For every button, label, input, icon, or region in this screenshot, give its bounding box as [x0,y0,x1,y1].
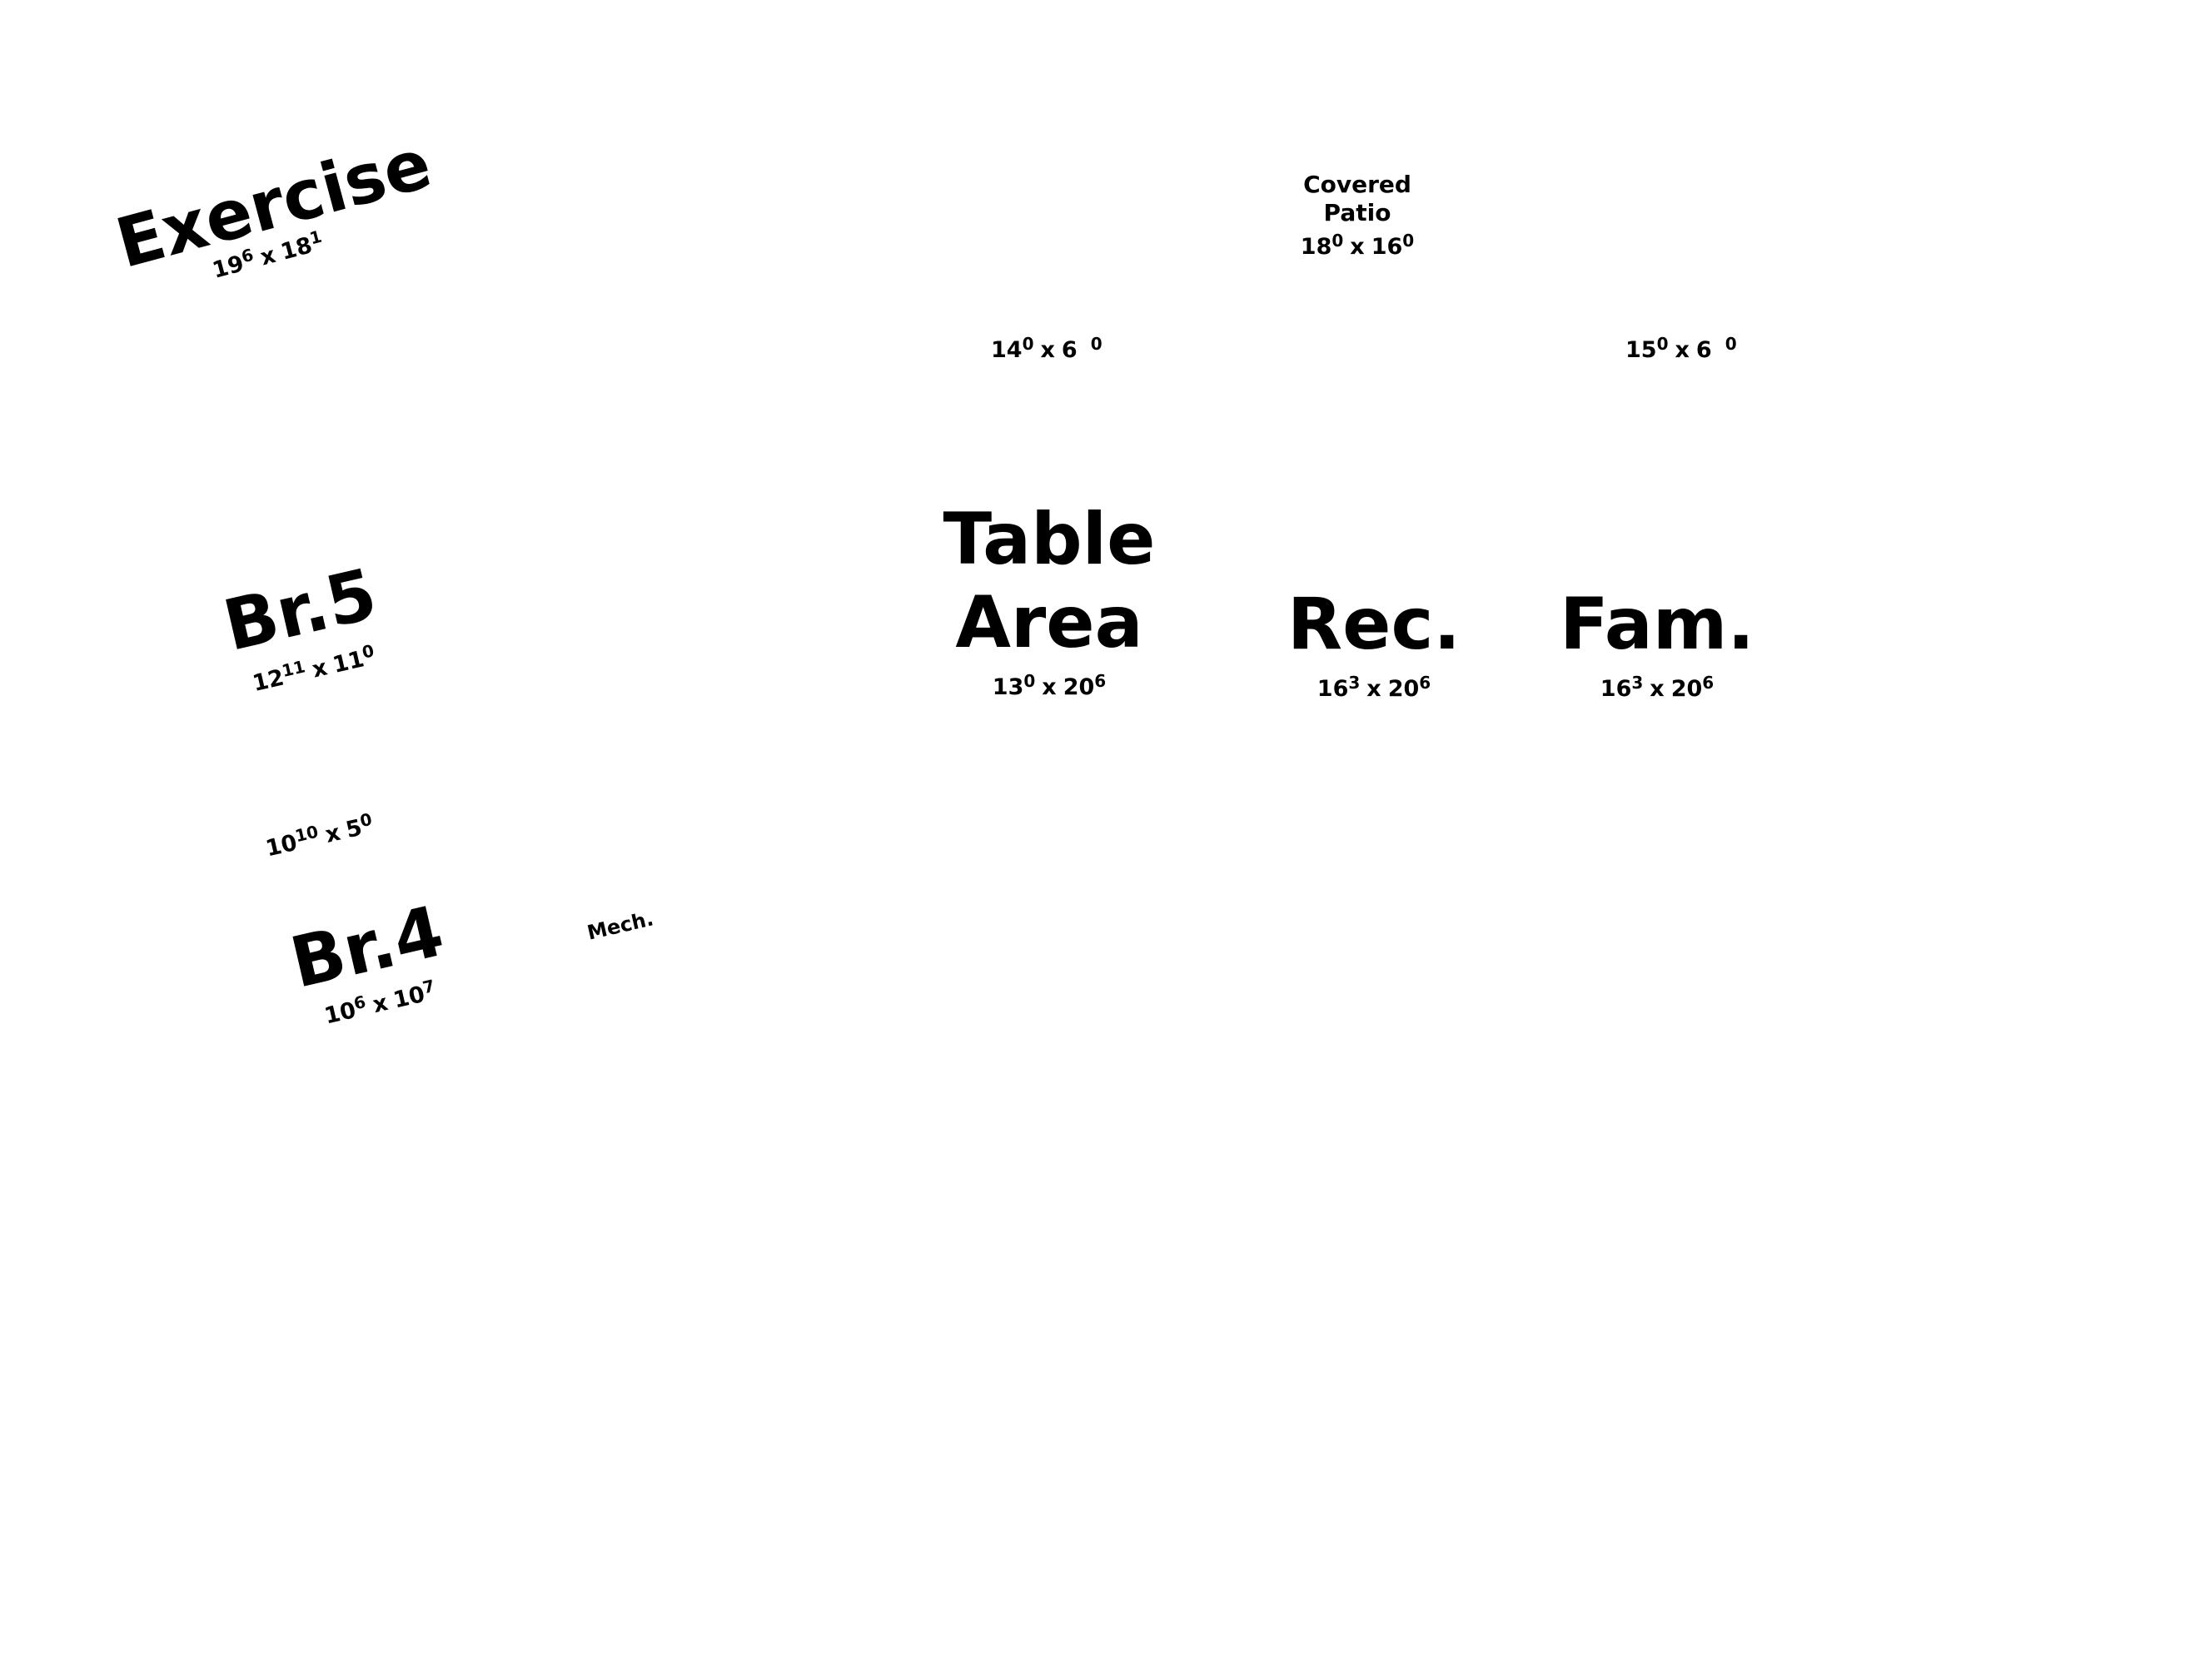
room-name-line2: Area [955,581,1143,664]
room-name-line1: Covered [1303,171,1411,198]
room-name: Fam. [1559,583,1755,666]
room-name-line1: Table [943,498,1156,581]
room-name: Mech. [585,907,656,945]
room-mech: Mech. [578,907,664,945]
room-exercise: Exercise 196x181 [108,124,440,305]
room-name-line2: Patio [1323,199,1391,226]
room-name: Rec. [1287,583,1461,666]
